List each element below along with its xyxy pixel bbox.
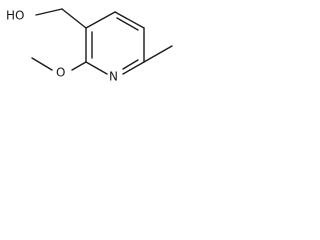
chemical-structure-diagram: HO N O	[6, 8, 173, 84]
ring-double-bond-c4-c5	[116, 17, 139, 31]
ether-oxygen-label: O	[56, 66, 65, 80]
ring-nitrogen-label: N	[109, 70, 118, 84]
ring-double-bond-c6-n	[122, 59, 139, 70]
ring-bond-n-c2	[85, 61, 108, 75]
ring-bond-c3-c4	[85, 11, 116, 29]
ring-bond-c4-c5	[114, 11, 145, 29]
ring-bond-c6-n	[122, 61, 145, 75]
bond-o-ch3	[31, 57, 53, 71]
bond-ho-ch2	[35, 8, 63, 16]
bond-ch2-ring	[61, 8, 87, 29]
bond-methyl	[143, 45, 173, 63]
bond-c2-o	[71, 61, 87, 71]
hydroxyl-label: HO	[6, 9, 24, 23]
